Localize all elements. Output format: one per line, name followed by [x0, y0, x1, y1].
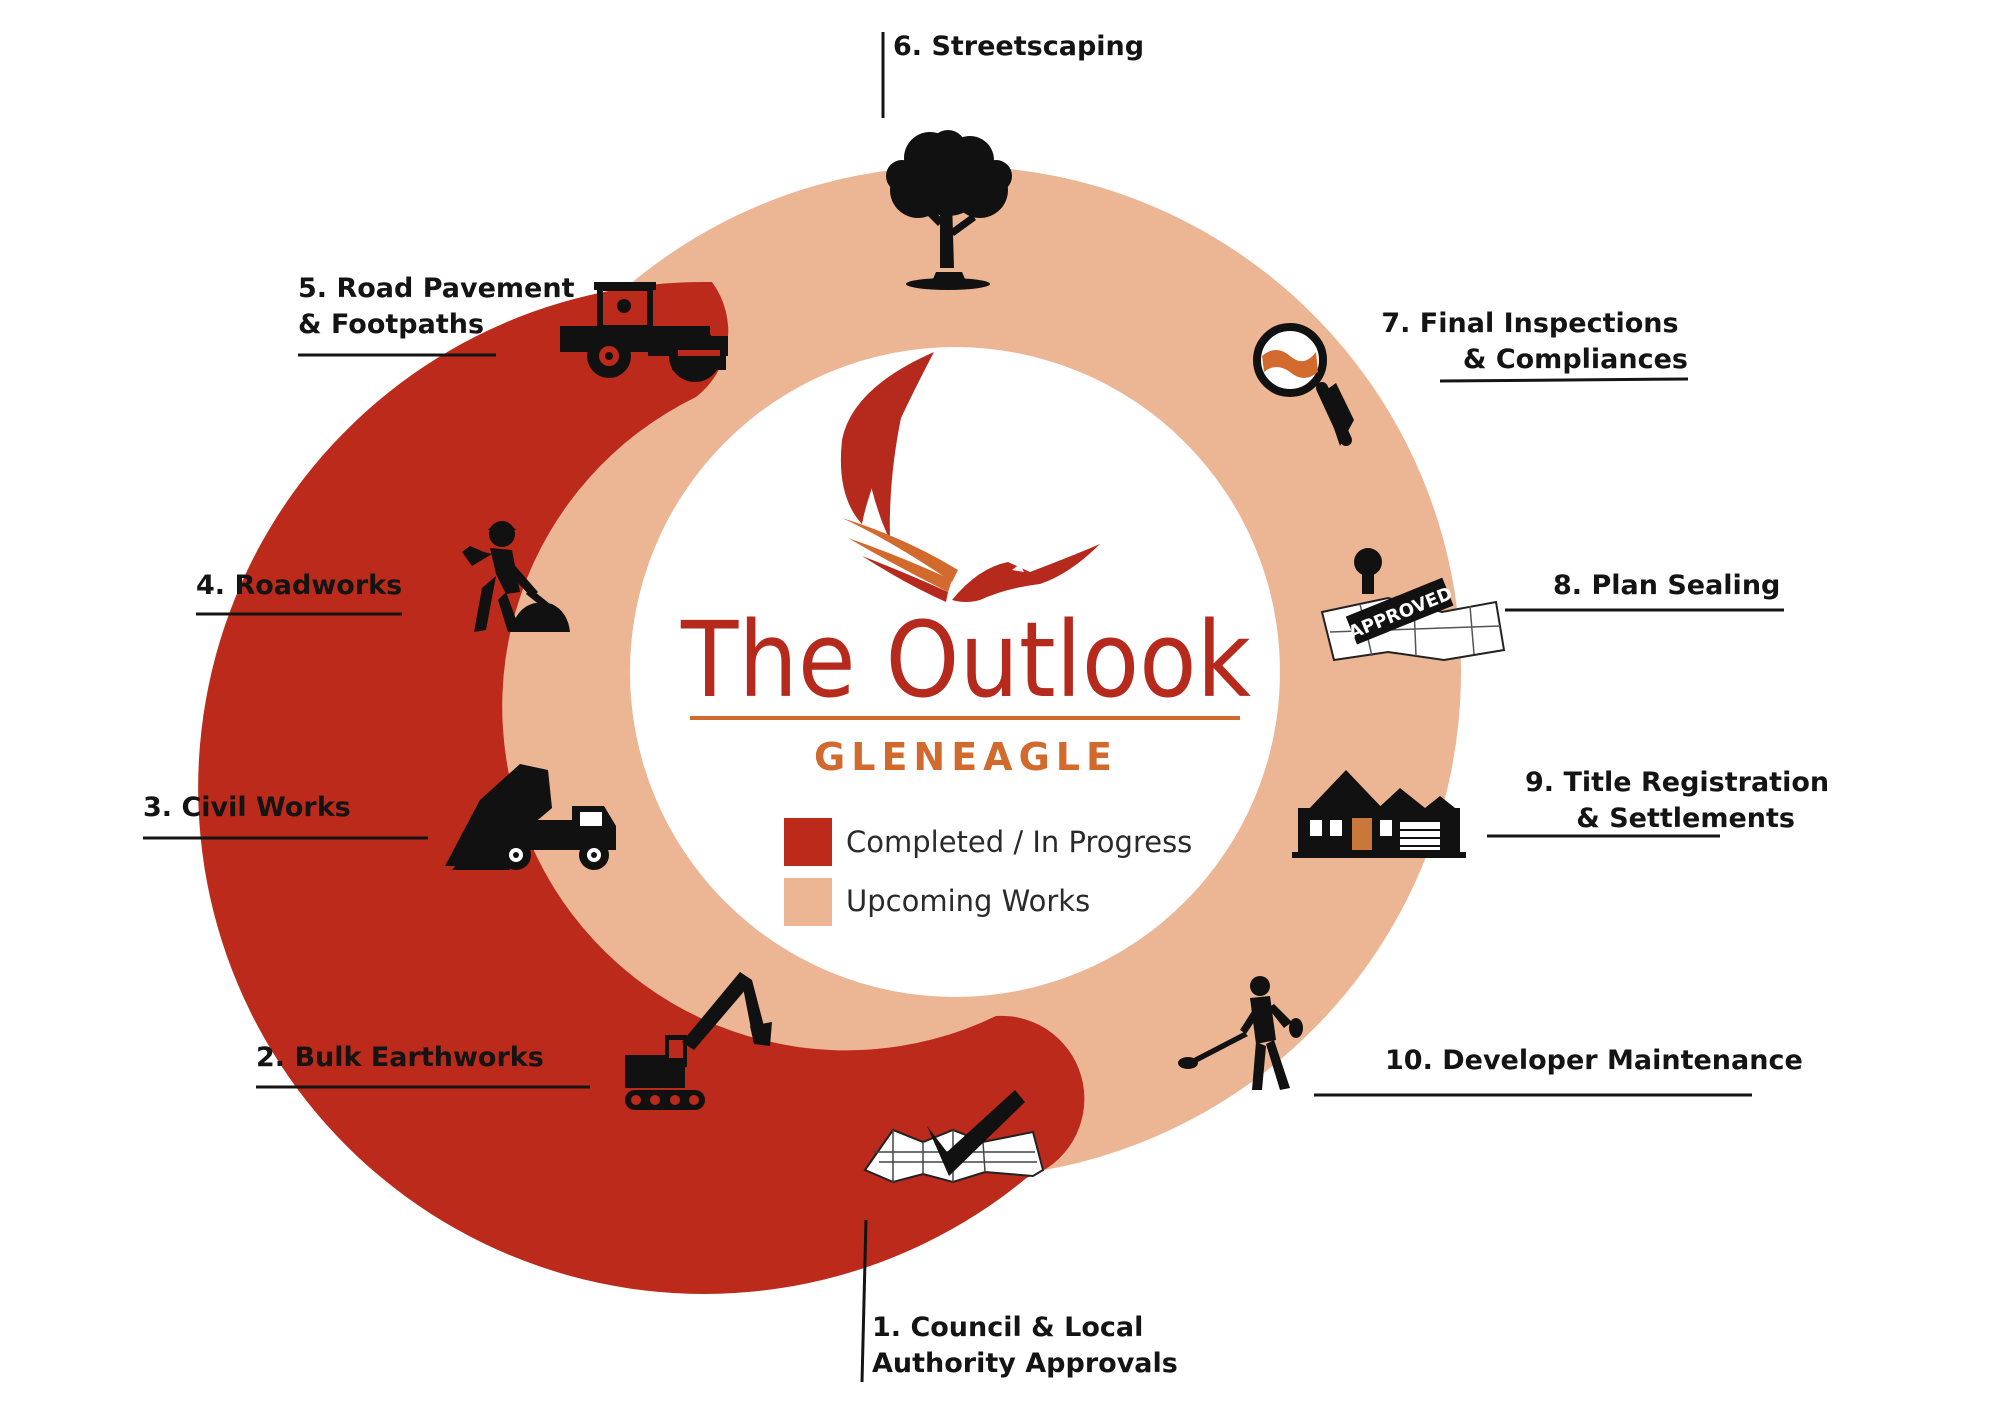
line-trimmer-worker-icon — [1178, 976, 1303, 1090]
road-roller-icon — [560, 282, 728, 382]
stage-label-s1-line2: Authority Approvals — [872, 1348, 1178, 1379]
legend-swatch-completed — [784, 818, 832, 866]
stage-label-s5-line2: & Footpaths — [298, 309, 484, 340]
stage-label-s2: 2. Bulk Earthworks — [256, 1042, 544, 1073]
stage-label-s3: 3. Civil Works — [143, 792, 351, 823]
brand-subtitle: GLENEAGLE — [814, 735, 1118, 779]
stage-label-s10: 10. Developer Maintenance — [1385, 1045, 1803, 1076]
dump-truck-icon — [445, 764, 616, 870]
stage-label-s6: 6. Streetscaping — [893, 31, 1144, 62]
approved-stamp-icon: APPROVED — [1320, 548, 1506, 662]
stage-label-s7: 7. Final Inspections & Compliances — [1381, 308, 1688, 375]
brand-title: The Outlook — [680, 599, 1251, 721]
legend-label-upcoming: Upcoming Works — [846, 884, 1090, 918]
stage-label-s1: 1. Council & Local Authority Approvals — [872, 1312, 1178, 1379]
legend-label-completed: Completed / In Progress — [846, 825, 1192, 859]
tree-icon — [886, 130, 1012, 290]
progress-ring — [198, 166, 1461, 1294]
callout-line-s7 — [1439, 377, 1689, 383]
stage-labels: 6. Streetscaping 5. Road Pavement & Foot… — [143, 31, 1839, 1379]
stage-label-s7-line1: 7. Final Inspections — [1381, 308, 1678, 339]
worker-shovel-icon — [462, 521, 570, 632]
stage-label-s5: 5. Road Pavement & Footpaths — [298, 273, 584, 340]
ring-completed-arc — [198, 281, 1085, 1294]
stage-label-s9-line1: 9. Title Registration — [1525, 767, 1829, 798]
stage-label-s9-line2: & Settlements — [1576, 803, 1795, 834]
stage-label-s5-line1: 5. Road Pavement — [298, 273, 575, 304]
stage-label-s4: 4. Roadworks — [196, 570, 402, 601]
stage-label-s8: 8. Plan Sealing — [1553, 570, 1780, 601]
stage-label-s1-line1: 1. Council & Local — [872, 1312, 1143, 1343]
legend: Completed / In Progress Upcoming Works — [784, 818, 1192, 926]
excavator-icon — [625, 972, 772, 1110]
callout-line-s1 — [860, 1219, 868, 1383]
stage-label-s9: 9. Title Registration & Settlements — [1525, 767, 1839, 834]
callout-lines — [143, 32, 1784, 1383]
eagle-logo-icon — [840, 352, 1100, 602]
map-check-icon — [863, 1090, 1045, 1184]
brand-divider — [690, 716, 1240, 720]
brand-logo: The Outlook GLENEAGLE — [680, 352, 1251, 779]
legend-swatch-upcoming — [784, 878, 832, 926]
stage-label-s7-line2: & Compliances — [1463, 344, 1688, 375]
house-icon — [1292, 770, 1466, 858]
magnifier-icon — [1253, 323, 1354, 446]
